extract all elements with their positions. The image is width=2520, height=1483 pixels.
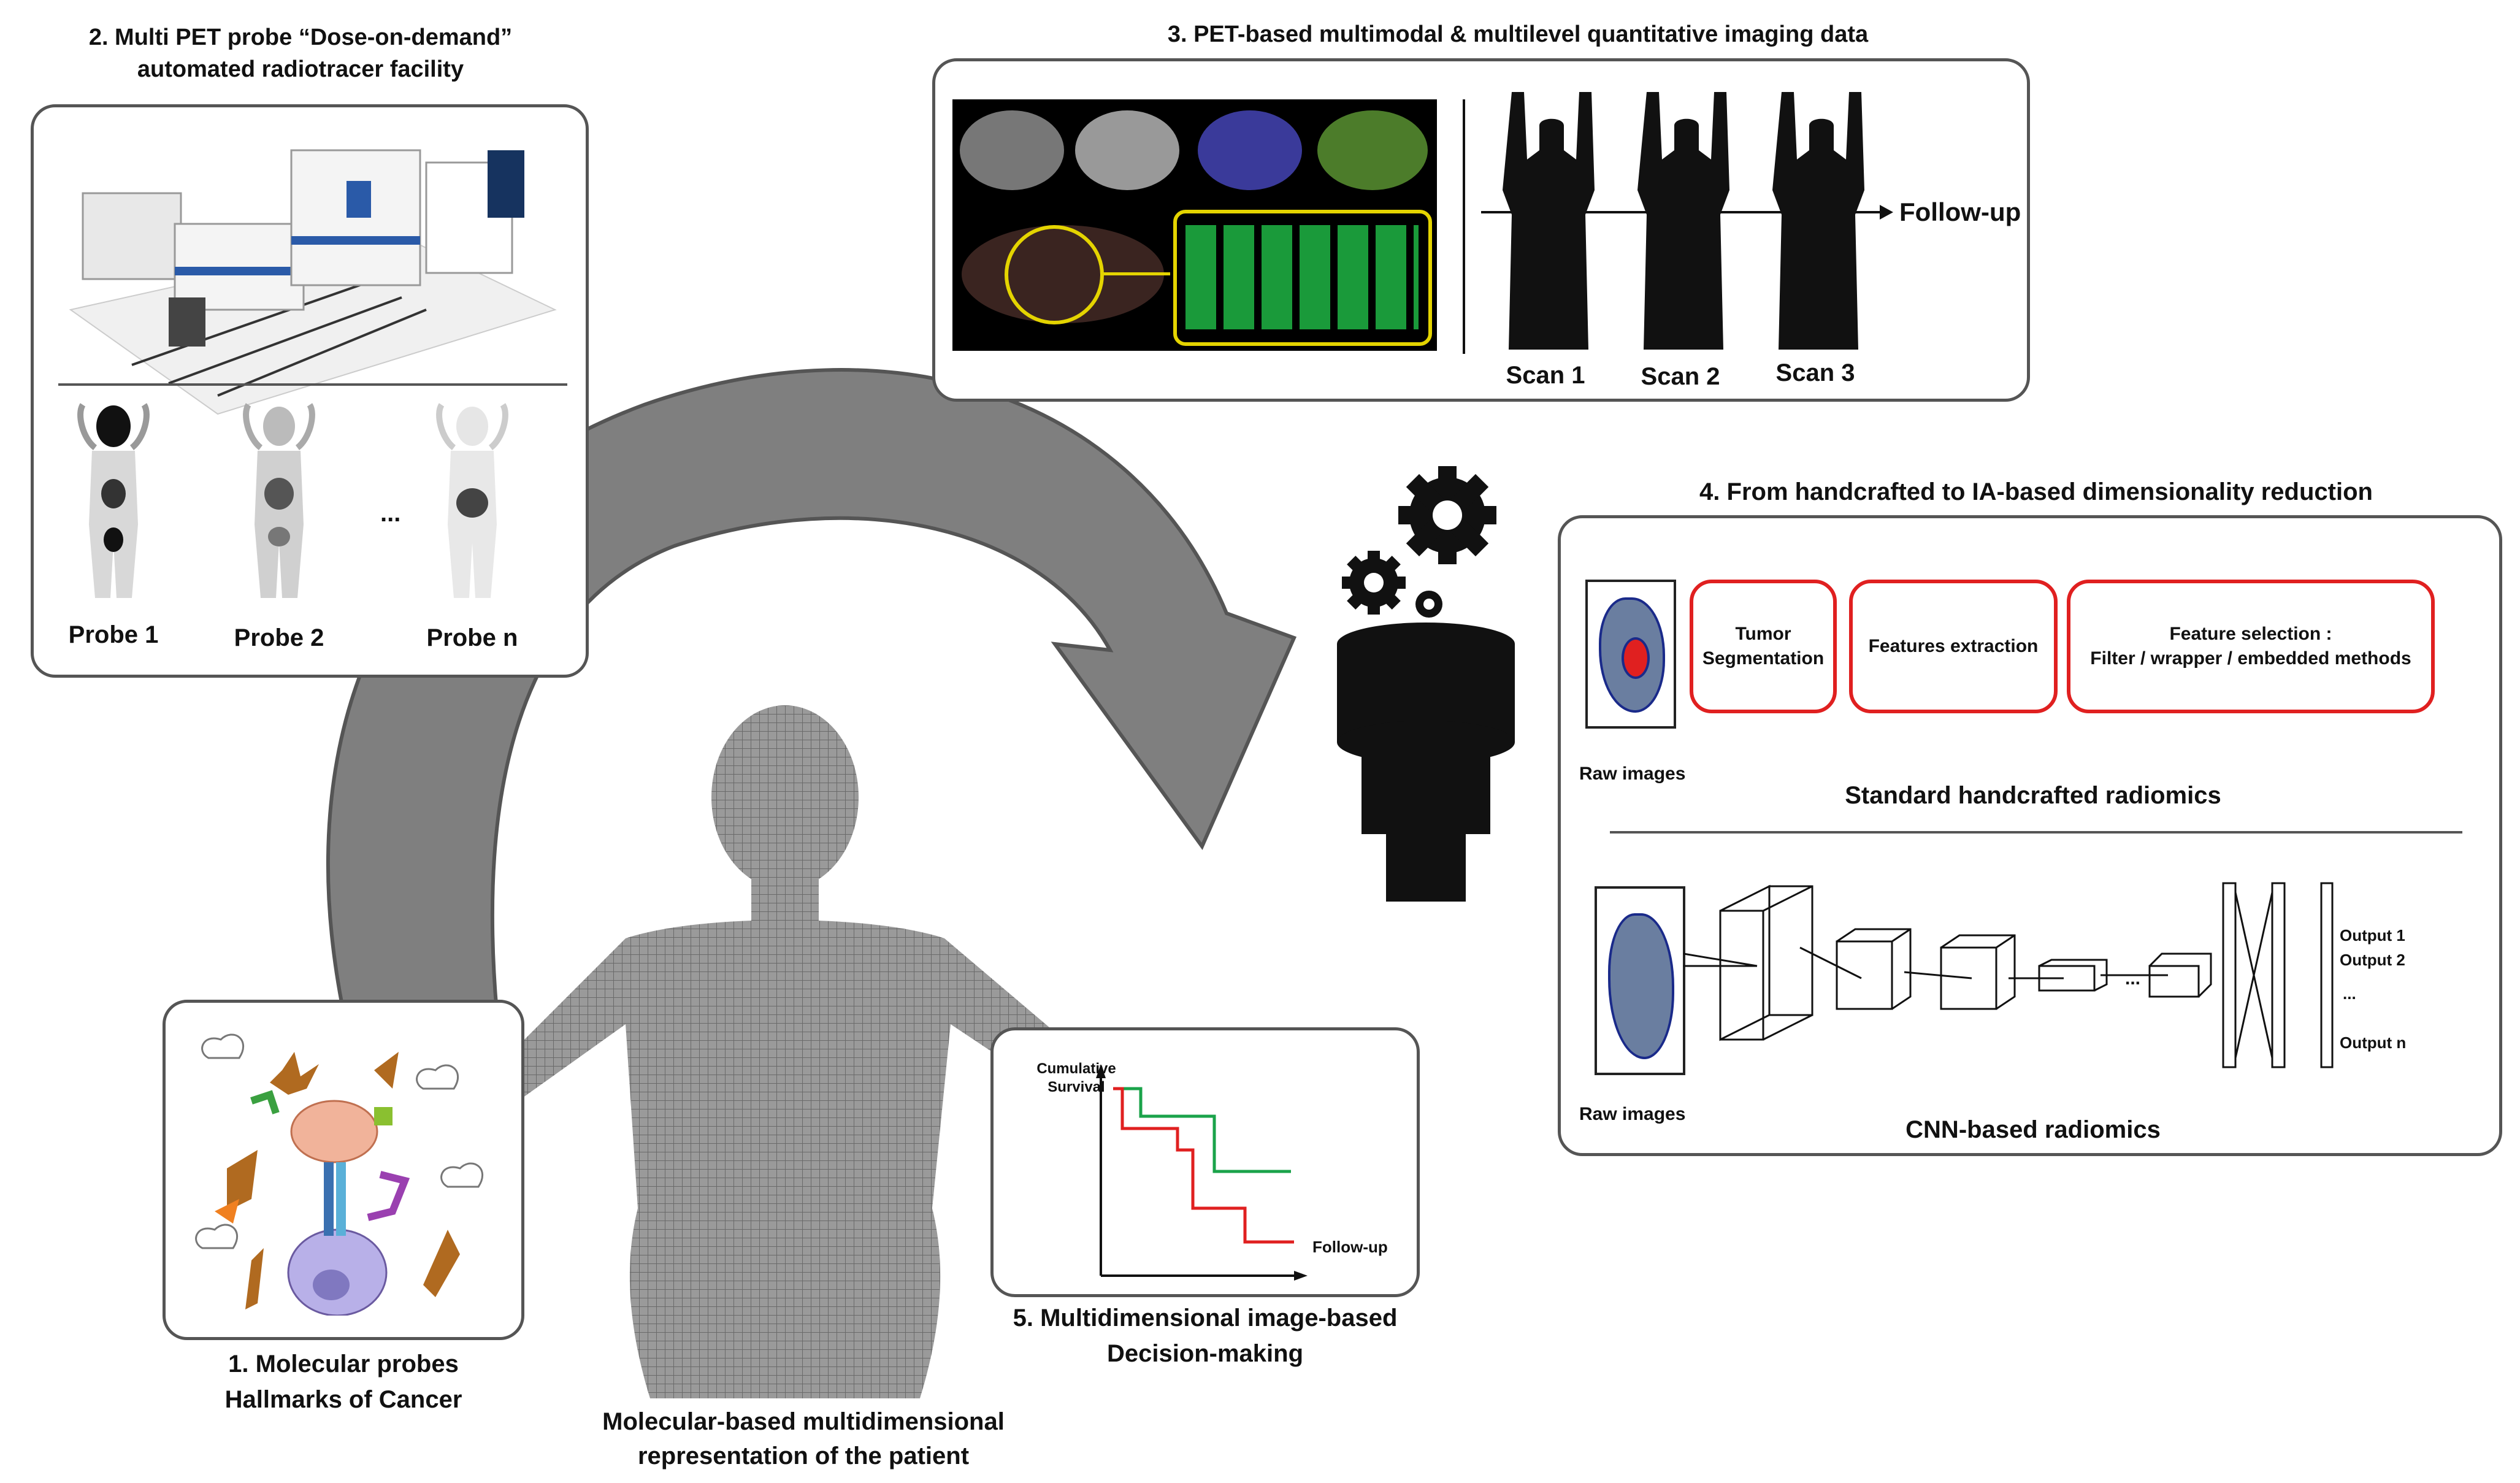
patient-caption: Molecular-based multidimensional represe… [527,1404,1079,1473]
step-tumor-segmentation: Tumor Segmentation [1690,580,1837,713]
step-features-extraction: Features extraction [1849,580,2058,713]
panel1-caption-line2: Hallmarks of Cancer [224,1386,462,1413]
svg-text:...: ... [2125,968,2140,989]
panel-radiomics: Raw images Tumor Segmentation Features e… [1558,515,2502,1156]
patient-caption-line2: representation of the patient [637,1443,970,1470]
probe-ellipsis: ... [380,500,401,527]
organ-region-cnn [1608,913,1674,1059]
standard-radiomics-title: Standard handcrafted radiomics [1845,782,2221,809]
panel1-caption-line1: 1. Molecular probes [228,1351,459,1378]
panel4-divider [1610,831,2462,833]
panel1-caption: 1. Molecular probes Hallmarks of Cancer [163,1346,524,1417]
tumor-marker [1622,637,1650,679]
patient-caption-line1: Molecular-based multidimensional [602,1408,1005,1435]
pet-scan-probe-n [436,403,508,598]
probe-label-n: Probe n [426,624,518,651]
scan-label-3: Scan 3 [1775,359,1855,386]
panel5-caption: 5. Multidimensional image-based Decision… [957,1300,1453,1371]
panel2-divider [58,383,567,386]
survival-curve-green [1113,1087,1291,1173]
panel2-title-line1: 2. Multi PET probe “Dose-on-demand” [88,25,513,50]
survival-xlabel: Follow-up [1312,1238,1388,1256]
probe-label-1: Probe 1 [68,621,159,648]
panel3-title: 3. PET-based multimodal & multilevel qua… [1167,21,1869,47]
panel-decision-making: Cumulative Survival Follow-up [990,1027,1420,1297]
probe-label-2: Probe 2 [234,624,324,651]
followup-silhouettes: Follow-up [1481,92,2021,350]
pet-scan-probe-2 [243,403,315,598]
panel-imaging-data: Follow-up Scan 1 Scan 2 Scan 3 [932,58,2030,402]
raw-image-cnn [1595,886,1685,1075]
survival-chart: Cumulative Survival Follow-up [1036,1060,1388,1281]
survival-curve-red [1113,1087,1294,1244]
mri-slice-1 [960,110,1064,190]
panel3-divider [1463,99,1465,354]
multimodal-image-montage [952,99,1437,351]
patient-figure [442,705,1147,1398]
raw-images-label-2: Raw images [1579,1104,1686,1124]
output-label-n: Output n [2340,1033,2407,1052]
panel2-title: 2. Multi PET probe “Dose-on-demand” auto… [25,21,576,85]
followup-label: Follow-up [1899,197,2021,226]
raw-images-label-1: Raw images [1579,764,1686,784]
parametric-maps-bracket [1173,210,1432,346]
panel-radiotracer-facility: ... Probe 1 Probe 2 Probe n [31,104,589,678]
step-feature-selection: Feature selection : Filter / wrapper / e… [2067,580,2435,713]
pet-fusion-slice-2 [1317,110,1428,190]
panel4-title: 4. From handcrafted to IA-based dimensio… [1699,478,2373,505]
molecular-probes-illustration [195,1033,483,1316]
output-label-2: Output 2 [2340,951,2405,969]
scan-label-2: Scan 2 [1641,363,1720,390]
facility-illustration [69,149,557,415]
panel5-caption-line2: Decision-making [1106,1340,1304,1367]
output-ellipsis: ... [2343,984,2356,1003]
gears-database-icon [1337,466,1515,902]
mri-slice-2 [1075,110,1179,190]
parametric-maps [1185,225,1419,329]
scan-label-1: Scan 1 [1506,362,1585,389]
cnn-architecture: ... [1683,882,2334,1068]
pet-fusion-slice-1 [1198,110,1302,190]
panel5-caption-line1: 5. Multidimensional image-based [1013,1305,1398,1332]
survival-ylabel-line2: Survival [1047,1079,1105,1095]
panel2-title-line2: automated radiotracer facility [137,56,464,82]
survival-ylabel-line1: Cumulative [1036,1060,1116,1077]
raw-image-handcrafted [1585,580,1676,729]
output-label-1: Output 1 [2340,926,2405,945]
panel-molecular-probes [163,1000,524,1340]
tumor-circle [1005,225,1104,324]
cnn-radiomics-title: CNN-based radiomics [1905,1116,2161,1143]
pet-scan-probe-1 [77,403,150,598]
zoom-connector [1103,272,1170,275]
